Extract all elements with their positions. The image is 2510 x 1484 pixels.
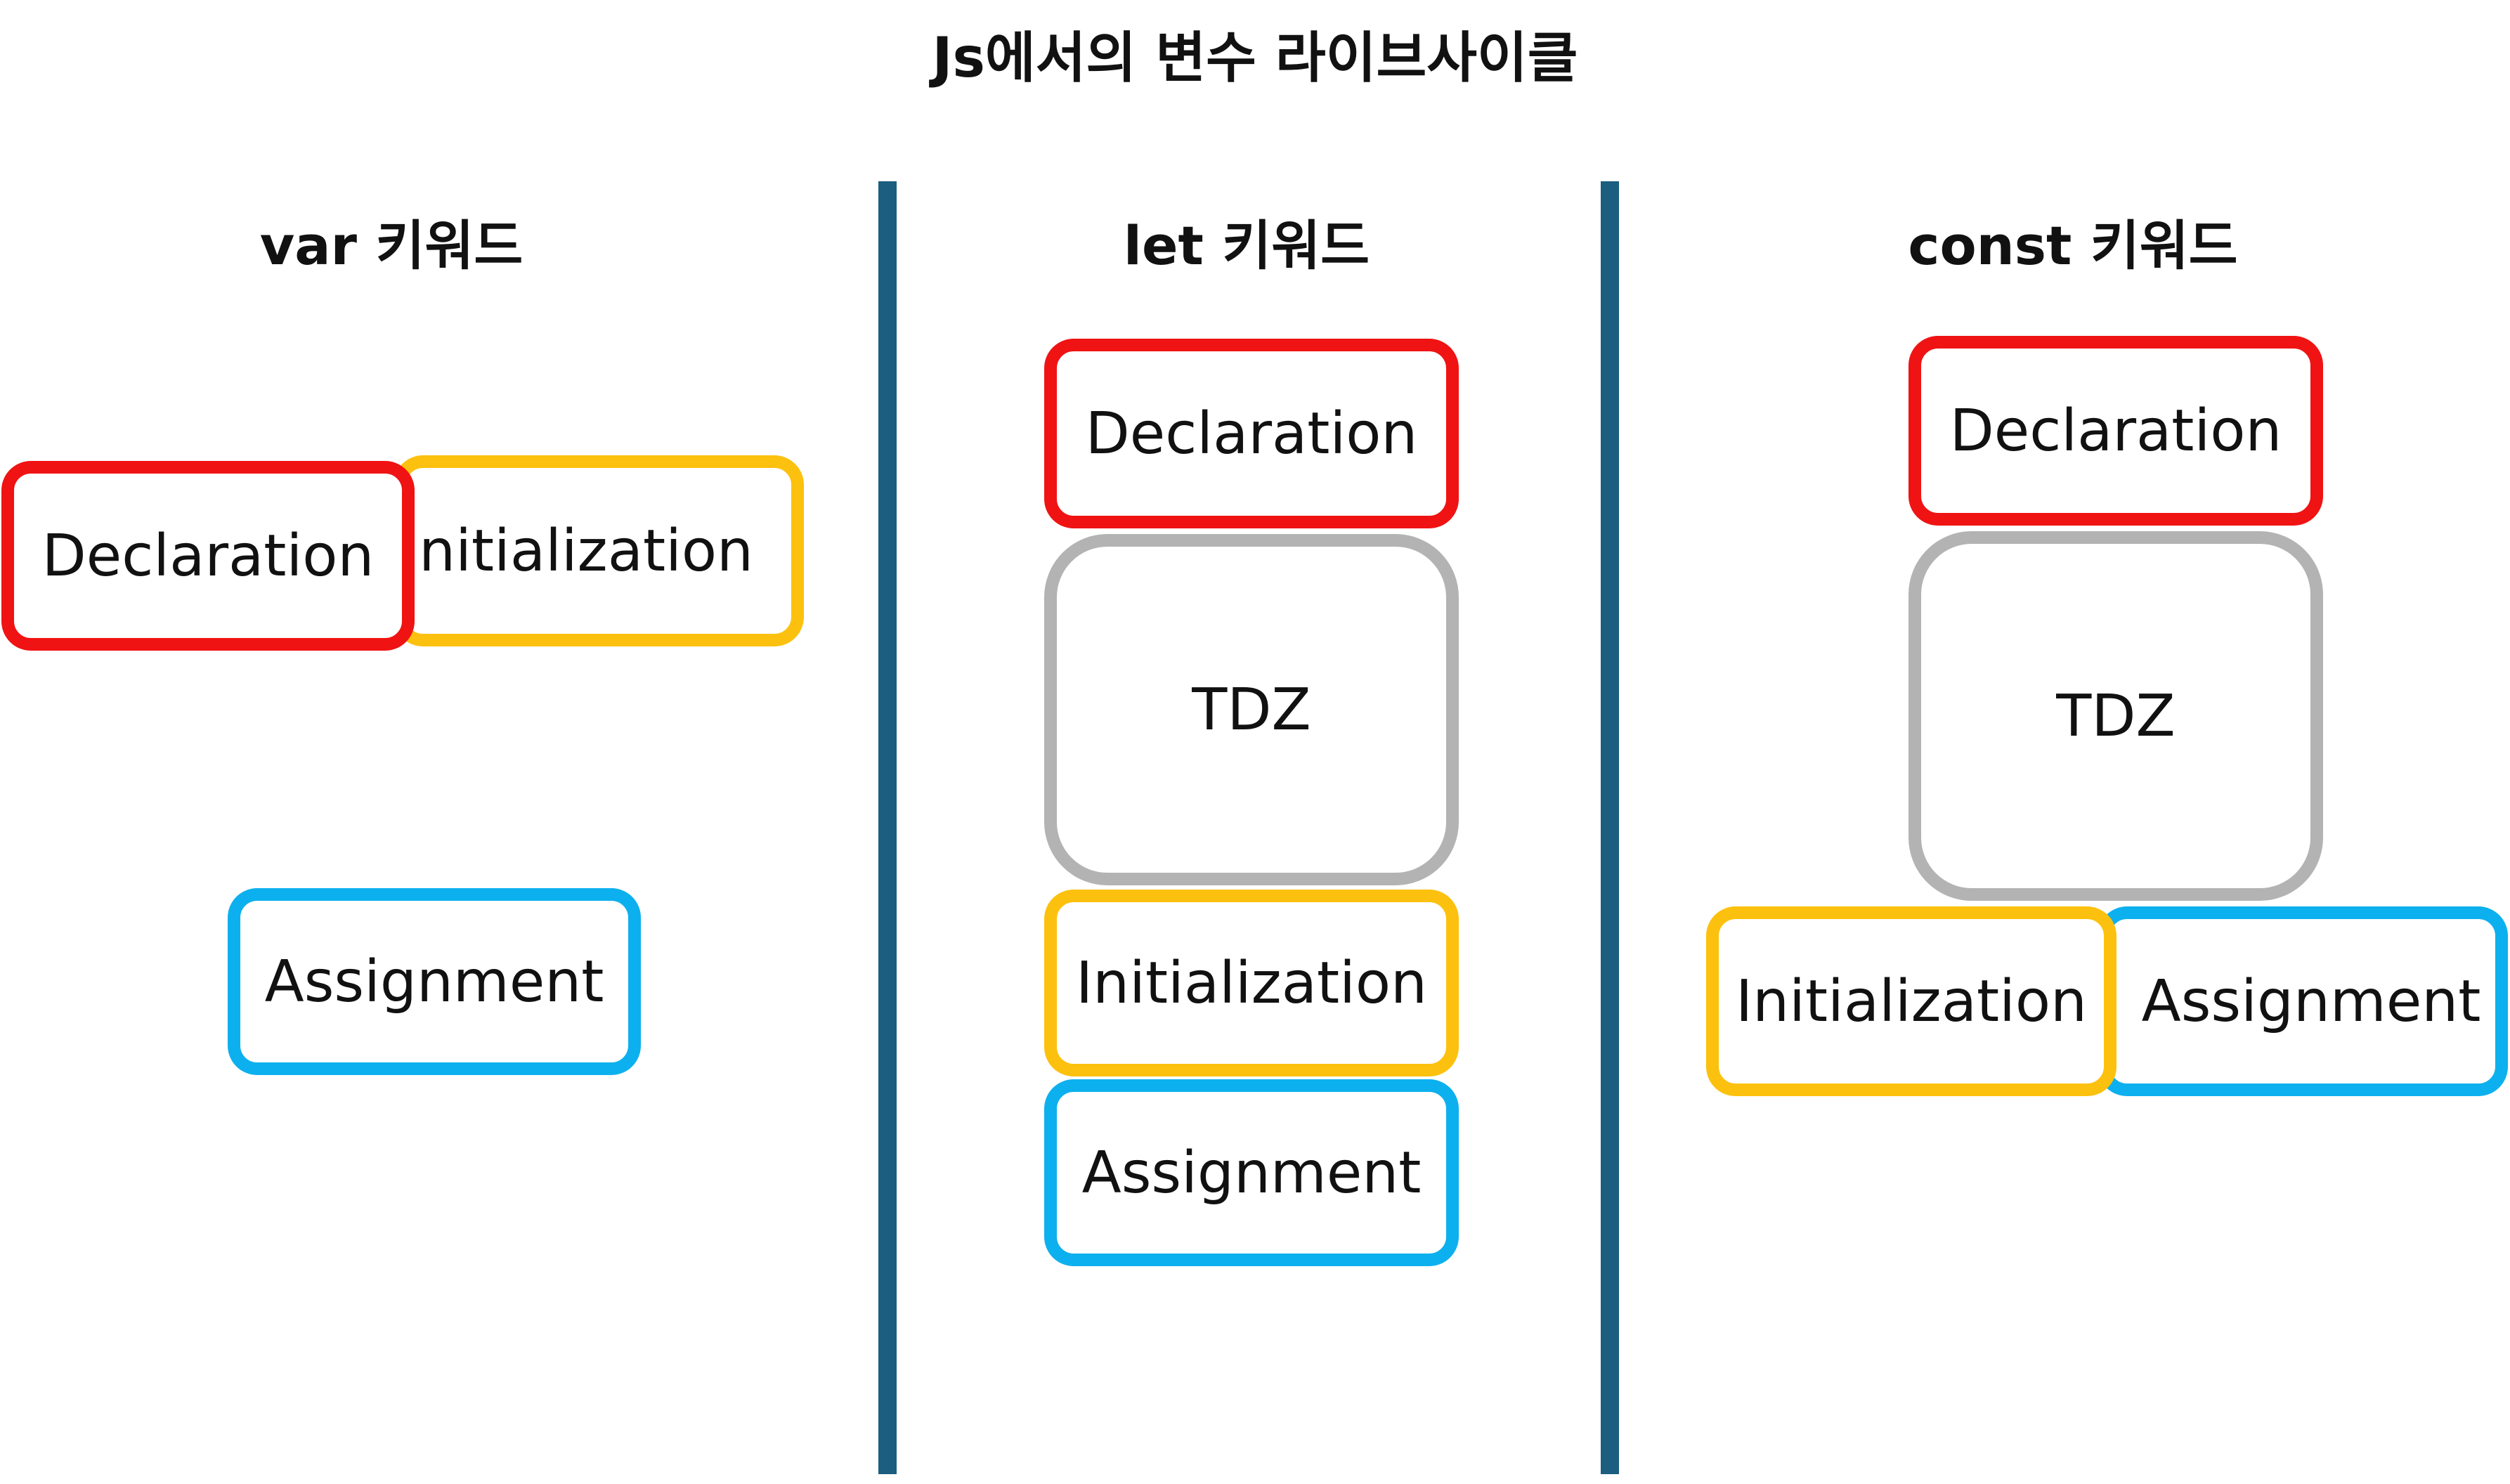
const-column: const 키워드 Declaration TDZ Assignment Ini… — [1611, 0, 2510, 1484]
let-assignment-label: Assignment — [1081, 1139, 1422, 1206]
let-column: let 키워드 Declaration TDZ Initialization A… — [888, 0, 1611, 1484]
column-divider-left — [878, 181, 897, 1474]
var-initialization-label: Initialization — [401, 517, 754, 585]
var-assignment-label: Assignment — [264, 948, 604, 1015]
const-initialization-label: Initialization — [1735, 968, 2088, 1035]
var-assignment-box: Assignment — [228, 888, 641, 1075]
let-assignment-box: Assignment — [1044, 1079, 1459, 1266]
const-assignment-label: Assignment — [2141, 968, 2481, 1035]
var-column: var 키워드 Initialization Declaration Assig… — [0, 0, 888, 1484]
const-declaration-label: Declaration — [1949, 397, 2282, 464]
let-declaration-label: Declaration — [1085, 400, 1418, 467]
const-declaration-box: Declaration — [1908, 336, 2323, 526]
let-tdz-box: TDZ — [1044, 534, 1459, 885]
var-heading: var 키워드 — [259, 214, 524, 277]
const-tdz-box: TDZ — [1908, 531, 2323, 901]
let-declaration-box: Declaration — [1044, 339, 1459, 528]
let-initialization-label: Initialization — [1075, 949, 1428, 1017]
var-initialization-box: Initialization — [394, 455, 804, 646]
let-initialization-box: Initialization — [1044, 890, 1459, 1076]
var-declaration-box: Declaration — [1, 461, 415, 651]
diagram-title: Js에서의 변수 라이브사이클 — [932, 27, 1578, 90]
const-heading: const 키워드 — [1908, 214, 2238, 277]
let-heading: let 키워드 — [1123, 214, 1370, 277]
column-divider-right — [1601, 181, 1619, 1474]
let-tdz-label: TDZ — [1192, 676, 1311, 743]
const-assignment-box: Assignment — [2098, 906, 2508, 1096]
const-tdz-label: TDZ — [2056, 682, 2176, 750]
const-initialization-box: Initialization — [1706, 906, 2116, 1096]
var-declaration-label: Declaration — [41, 522, 375, 590]
